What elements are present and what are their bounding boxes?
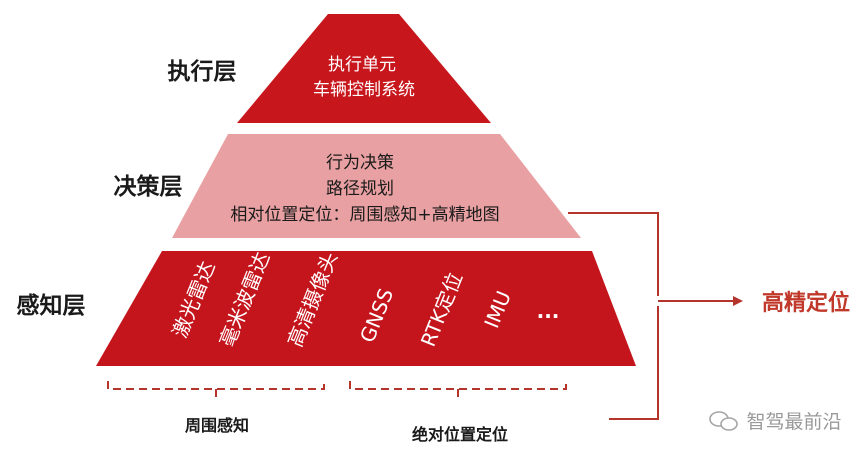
connector-arrowhead: [733, 296, 743, 306]
decision-layer-label: 决策层: [114, 173, 183, 200]
decision-line-3: 相对位置定位：周围感知+高精地图: [230, 205, 499, 225]
decision-layer-shape: [172, 134, 581, 238]
decision-line-2: 路径规划: [326, 179, 394, 199]
perception-layer-label: 感知层: [17, 292, 86, 319]
execution-line-2: 车辆控制系统: [313, 80, 415, 100]
watermark-text: 智驾最前沿: [746, 411, 841, 433]
decision-line-1: 行为决策: [326, 153, 394, 173]
connector-bottom: [609, 306, 659, 420]
absolute-bracket: [349, 381, 567, 401]
execution-layer-shape: [237, 14, 491, 123]
wechat-icon: [709, 411, 738, 431]
surround-group-label: 周围感知: [185, 416, 249, 435]
perception-layer-shape: [96, 251, 636, 366]
sensor-ellipsis: ...: [537, 299, 560, 323]
connector-top: [568, 212, 659, 296]
surround-bracket: [107, 381, 325, 401]
execution-layer-label: 执行层: [168, 58, 237, 85]
execution-line-1: 执行单元: [328, 55, 396, 75]
output-label: 高精定位: [762, 290, 850, 316]
absolute-group-label: 绝对位置定位: [412, 425, 508, 444]
